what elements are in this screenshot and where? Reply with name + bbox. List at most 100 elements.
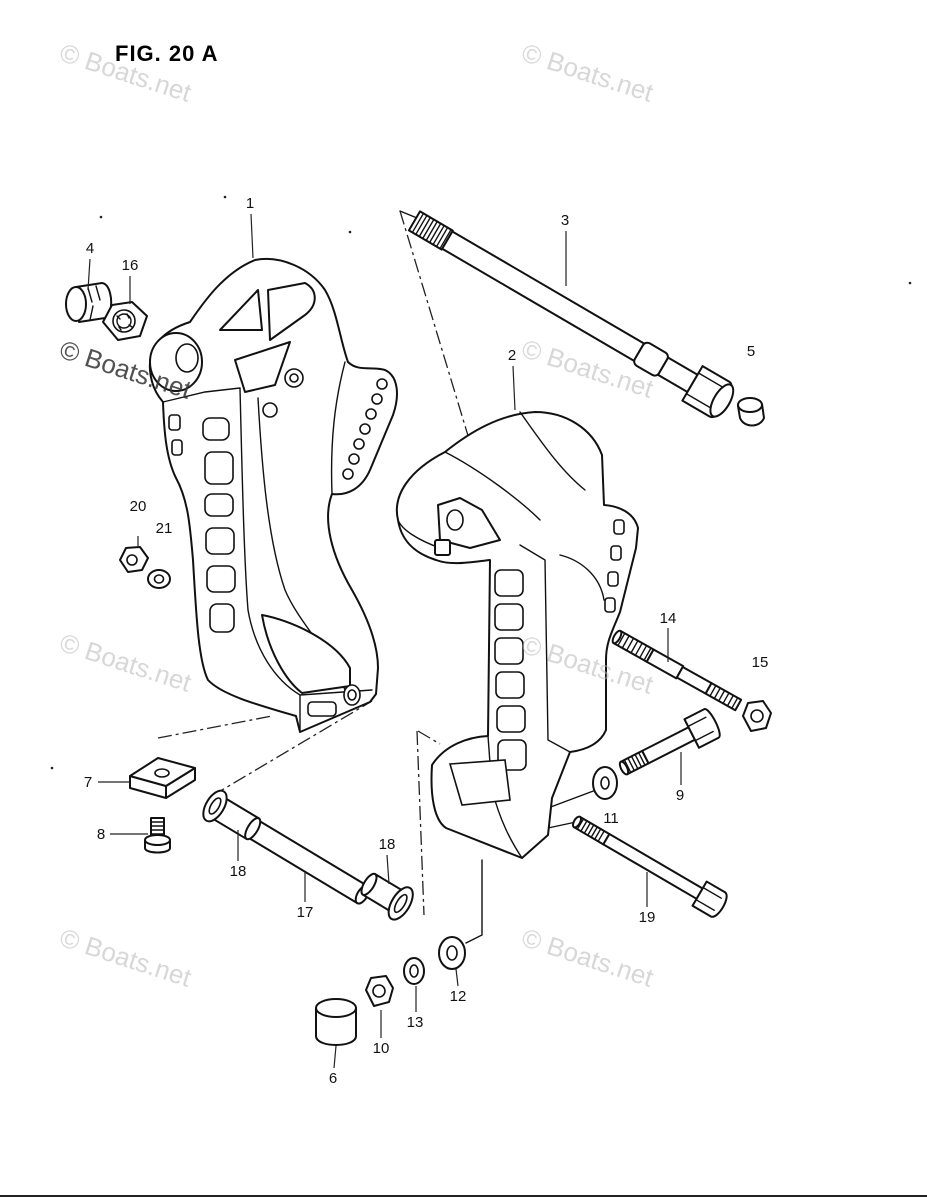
part-13-drawing	[403, 957, 425, 985]
assembly-line	[465, 859, 483, 944]
assembly-line	[416, 730, 425, 916]
part-14-thread-lines-end	[709, 684, 739, 709]
callout-11: 11	[603, 810, 619, 827]
assembly-line	[157, 715, 273, 739]
assembly-line	[547, 821, 577, 829]
speck	[99, 215, 103, 219]
leader-line-1	[250, 213, 254, 259]
part-3-thread-lines	[411, 212, 452, 250]
callout-16: 16	[122, 257, 139, 274]
part-9-head	[683, 708, 721, 749]
part-1-ear-hole	[353, 438, 365, 450]
part-16-thread	[116, 313, 132, 329]
part-11-bore	[600, 776, 610, 790]
part-1-lightening-hole	[205, 527, 235, 555]
part-1-lightening-hole	[206, 565, 236, 593]
callout-7: 7	[84, 774, 92, 791]
part-8-thread-lines	[150, 821, 165, 835]
part-9-head-edges	[687, 716, 714, 742]
callout-20: 20	[130, 498, 147, 515]
part-14-thread-end	[704, 682, 743, 712]
callout-9: 9	[676, 787, 684, 804]
watermark: © Boats.net	[56, 922, 196, 993]
callout-12: 12	[450, 988, 467, 1005]
part-1-lightening-hole	[204, 493, 234, 517]
part-9-drawing	[618, 708, 721, 776]
part-5-drawing	[737, 397, 765, 427]
assembly-line	[211, 700, 373, 797]
speck	[223, 195, 227, 199]
part-3-head-face	[709, 383, 735, 418]
part-2-lightening-hole	[494, 569, 524, 597]
callout-21: 21	[156, 520, 173, 537]
part-19-head	[691, 880, 728, 918]
part-18-bushing-end	[244, 817, 262, 841]
part-1-ear-hole	[348, 453, 360, 465]
watermark: © Boats.net	[518, 922, 658, 993]
part-7-drawing	[129, 757, 196, 799]
part-1-foot-slot	[307, 701, 337, 717]
callout-4: 4	[86, 240, 94, 257]
part-2-ear-hole	[613, 519, 625, 535]
part-3-head-edges	[685, 372, 724, 409]
part-1-pivot-hole	[175, 343, 199, 373]
part-14-drawing	[611, 629, 743, 712]
callout-13: 13	[407, 1014, 424, 1031]
part-4-face	[65, 286, 87, 322]
part-17-pin	[249, 820, 369, 905]
part-2-lightening-hole	[494, 603, 524, 631]
callout-8: 8	[97, 826, 105, 843]
part-1-foot-hole	[347, 689, 357, 701]
part-12-bore	[446, 945, 458, 961]
part-10-drawing	[365, 975, 394, 1007]
part-2-drawing	[395, 411, 639, 859]
speck	[348, 230, 352, 234]
part-1-lightening-hole	[202, 417, 230, 441]
part-18-bushing-bore	[208, 797, 222, 815]
leader-line-18-right	[386, 854, 390, 885]
assembly-line	[399, 210, 418, 219]
part-1-lightening-hole	[209, 603, 235, 633]
part-14-end-face	[611, 629, 623, 645]
part-1-lower-window	[261, 614, 351, 694]
part-18-right-bore	[393, 893, 408, 914]
leader-line-6	[333, 1045, 337, 1069]
part-1-lightening-hole	[204, 451, 234, 485]
part-1-ear-hole	[342, 468, 354, 480]
part-15-bore	[750, 709, 764, 723]
part-2-inner-edges	[397, 411, 605, 859]
part-15-drawing	[742, 700, 772, 732]
part-10-bore	[372, 984, 386, 998]
part-2-ear-hole	[607, 571, 619, 587]
callout-5: 5	[747, 343, 755, 360]
part-2-ear-hole	[610, 545, 622, 561]
callout-17: 17	[297, 904, 314, 921]
leader-line-12	[455, 968, 459, 987]
leader-line-2	[512, 365, 516, 411]
part-7-hole	[154, 768, 170, 778]
part-19-end-face	[572, 815, 582, 829]
part-21-drawing	[147, 569, 171, 589]
part-1-inner-edges	[162, 361, 373, 731]
part-3-drawing	[407, 210, 735, 418]
part-2-ear-hole	[604, 597, 616, 613]
part-21-bore	[153, 574, 165, 584]
speck	[908, 281, 912, 285]
callout-1: 1	[246, 195, 254, 212]
callout-6: 6	[329, 1070, 337, 1087]
part-4-drawing	[65, 282, 113, 323]
part-16-drawing	[102, 301, 148, 341]
callout-2: 2	[508, 347, 516, 364]
part-19-drawing	[572, 815, 728, 918]
part-6-body	[315, 1007, 357, 1046]
part-1-side-hole	[171, 439, 183, 456]
part-1-hole	[289, 373, 299, 383]
part-1-side-hole	[168, 414, 181, 431]
part-5-top	[737, 397, 763, 413]
figure-title: FIG. 20 A	[115, 41, 219, 66]
part-14-shaft-step	[675, 666, 713, 695]
part-1-ear-hole	[359, 423, 371, 435]
callout-18-right: 18	[379, 836, 396, 853]
assembly-line	[417, 730, 441, 745]
